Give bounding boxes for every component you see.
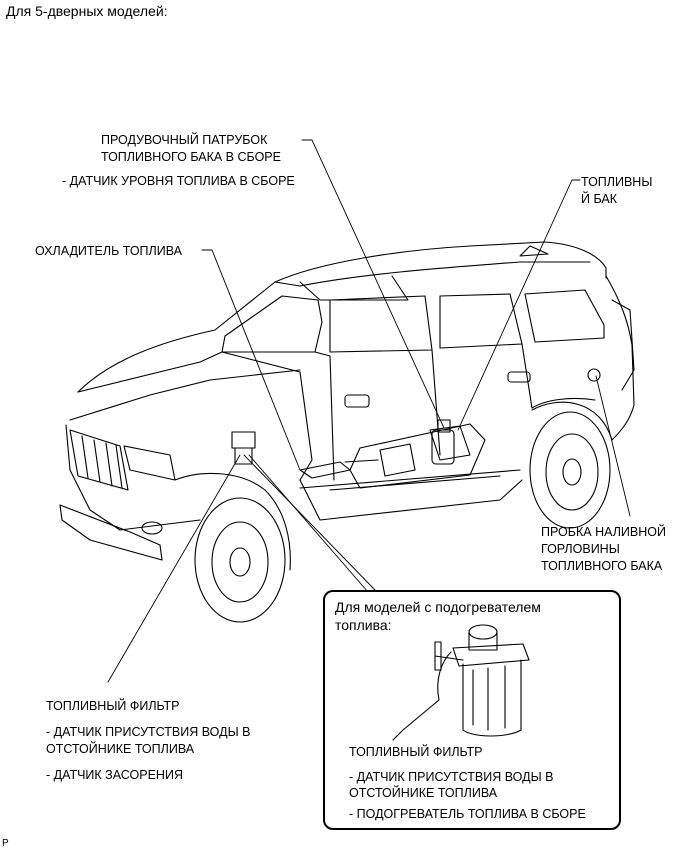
filler-cap-label-3: ТОПЛИВНОГО БАКА	[541, 559, 663, 573]
heated-fuel-filter-illustration	[392, 624, 530, 741]
inset-title-2: топлива:	[335, 617, 392, 633]
inset-title: Для моделей с подогревателем	[335, 599, 541, 615]
water-sensor-label: - ДАТЧИК ПРИСУТСТВИЯ ВОДЫ В	[46, 725, 251, 739]
fuel-level-sender-label: - ДАТЧИК УРОВНЯ ТОПЛИВА В СБОРЕ	[62, 174, 295, 188]
filler-cap-label-2: ГОРЛОВИНЫ	[541, 542, 620, 556]
figure-code: P	[2, 838, 9, 849]
page-title: Для 5-дверных моделей:	[6, 3, 168, 19]
leader-lines	[107, 139, 631, 683]
purge-pipe-label-2: ТОПЛИВНОГО БАКА В СБОРЕ	[101, 150, 281, 164]
vehicle-illustration	[59, 241, 635, 623]
clog-sensor-label: - ДАТЧИК ЗАСОРЕНИЯ	[46, 768, 183, 782]
fuel-tank-label-2: Й БАК	[581, 192, 618, 206]
fuel-tank-label: ТОПЛИВНЫ	[581, 175, 653, 189]
fuel-filter-label: ТОПЛИВНЫЙ ФИЛЬТР	[46, 699, 180, 713]
inset-fuel-filter-label: ТОПЛИВНЫЙ ФИЛЬТР	[349, 745, 483, 759]
fuel-cooler-label: ОХЛАДИТЕЛЬ ТОПЛИВА	[35, 244, 182, 258]
heater-model-inset: Для моделей с подогревателем топлива: ТО…	[323, 590, 621, 830]
purge-pipe-label: ПРОДУВОЧНЫЙ ПАТРУБОК	[101, 133, 268, 147]
inset-water-sensor-label-2: ОТСТОЙНИКЕ ТОПЛИВА	[349, 786, 498, 800]
water-sensor-label-2: ОТСТОЙНИКЕ ТОПЛИВА	[46, 742, 195, 756]
inset-water-sensor-label: - ДАТЧИК ПРИСУТСТВИЯ ВОДЫ В	[349, 770, 554, 784]
filler-cap-label: ПРОБКА НАЛИВНОЙ	[541, 525, 666, 539]
inset-heater-label: - ПОДОГРЕВАТЕЛЬ ТОПЛИВА В СБОРЕ	[349, 807, 586, 821]
